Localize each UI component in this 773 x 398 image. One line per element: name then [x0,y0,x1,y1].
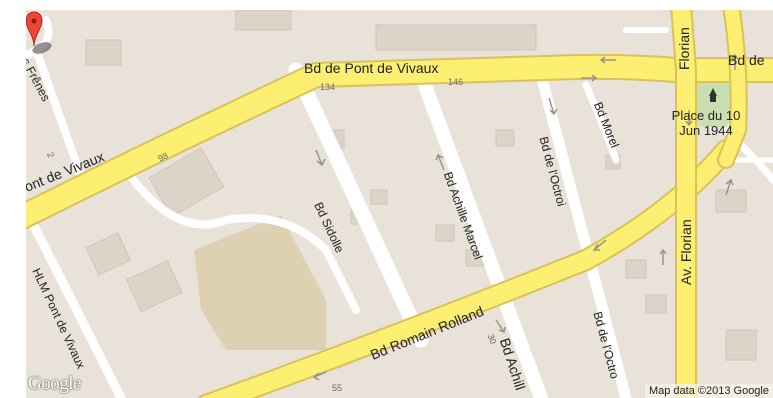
building-area [194,215,326,350]
street-number: 146 [448,77,464,87]
map-canvas[interactable]: Bd de Pont de Vivaux ont de Vivaux Bd Si… [26,10,773,398]
label-bd-pont-vivaux: Bd de Pont de Vivaux [304,60,439,76]
street-number: 55 [332,383,343,393]
location-marker-icon[interactable] [26,10,52,54]
map-attribution[interactable]: Map data ©2013 Google [644,384,773,398]
monument-icon [709,88,717,102]
place-label: Place du 10 Jun 1944 [671,108,741,138]
label-av-florian: Av. Florian [678,219,694,285]
label-florian-top: Florian [676,27,692,70]
label-bd-de-right: Bd de [728,52,765,68]
map-base [26,10,773,398]
street-number: 134 [320,82,336,92]
google-logo[interactable]: Google [28,373,81,394]
left-gutter [0,0,26,398]
